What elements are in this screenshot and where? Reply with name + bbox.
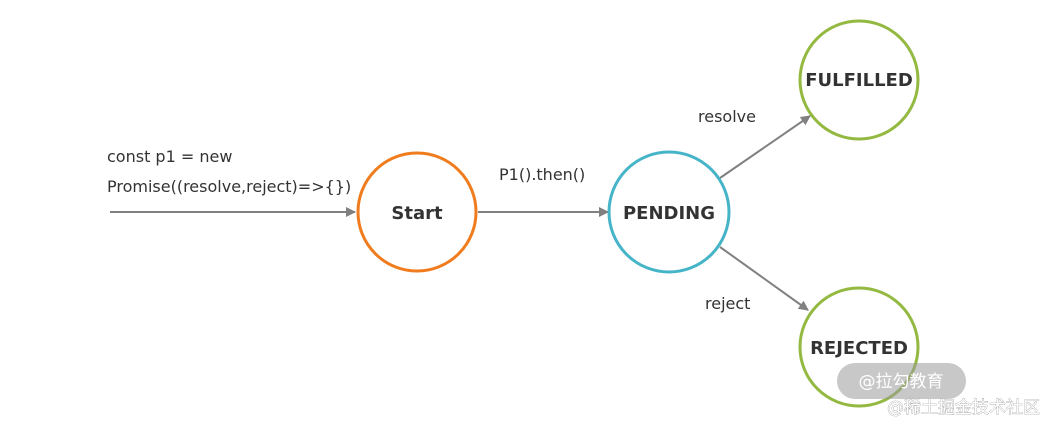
reject-label: reject (705, 294, 750, 313)
edge-pending-to-rejected (719, 246, 809, 311)
create-label-line2: Promise((resolve,reject)=>{}) (107, 177, 351, 196)
node-pending-circle (607, 150, 731, 274)
node-rejected-label: REJECTED (810, 338, 908, 359)
node-fulfilled-label: FULFILLED (805, 70, 913, 91)
node-fulfilled-circle (798, 19, 920, 141)
edge-pending-to-fulfilled (719, 115, 811, 179)
watermark-lagou-pill (837, 363, 966, 399)
node-start-label: Start (391, 203, 443, 224)
then-label: P1().then() (499, 165, 585, 184)
watermark-juejin: @稀土掘金技术社区 (887, 398, 1040, 418)
watermark-lagou-text: @拉勾教育 (859, 372, 944, 392)
node-pending: PENDING (607, 150, 731, 274)
node-pending-label: PENDING (623, 203, 715, 224)
create-label-line1: const p1 = new (107, 147, 232, 166)
node-start: Start (356, 151, 478, 273)
resolve-label: resolve (698, 107, 756, 126)
node-start-circle (356, 151, 478, 273)
node-fulfilled: FULFILLED (798, 19, 920, 141)
watermark-lagou: @拉勾教育 (837, 363, 966, 399)
